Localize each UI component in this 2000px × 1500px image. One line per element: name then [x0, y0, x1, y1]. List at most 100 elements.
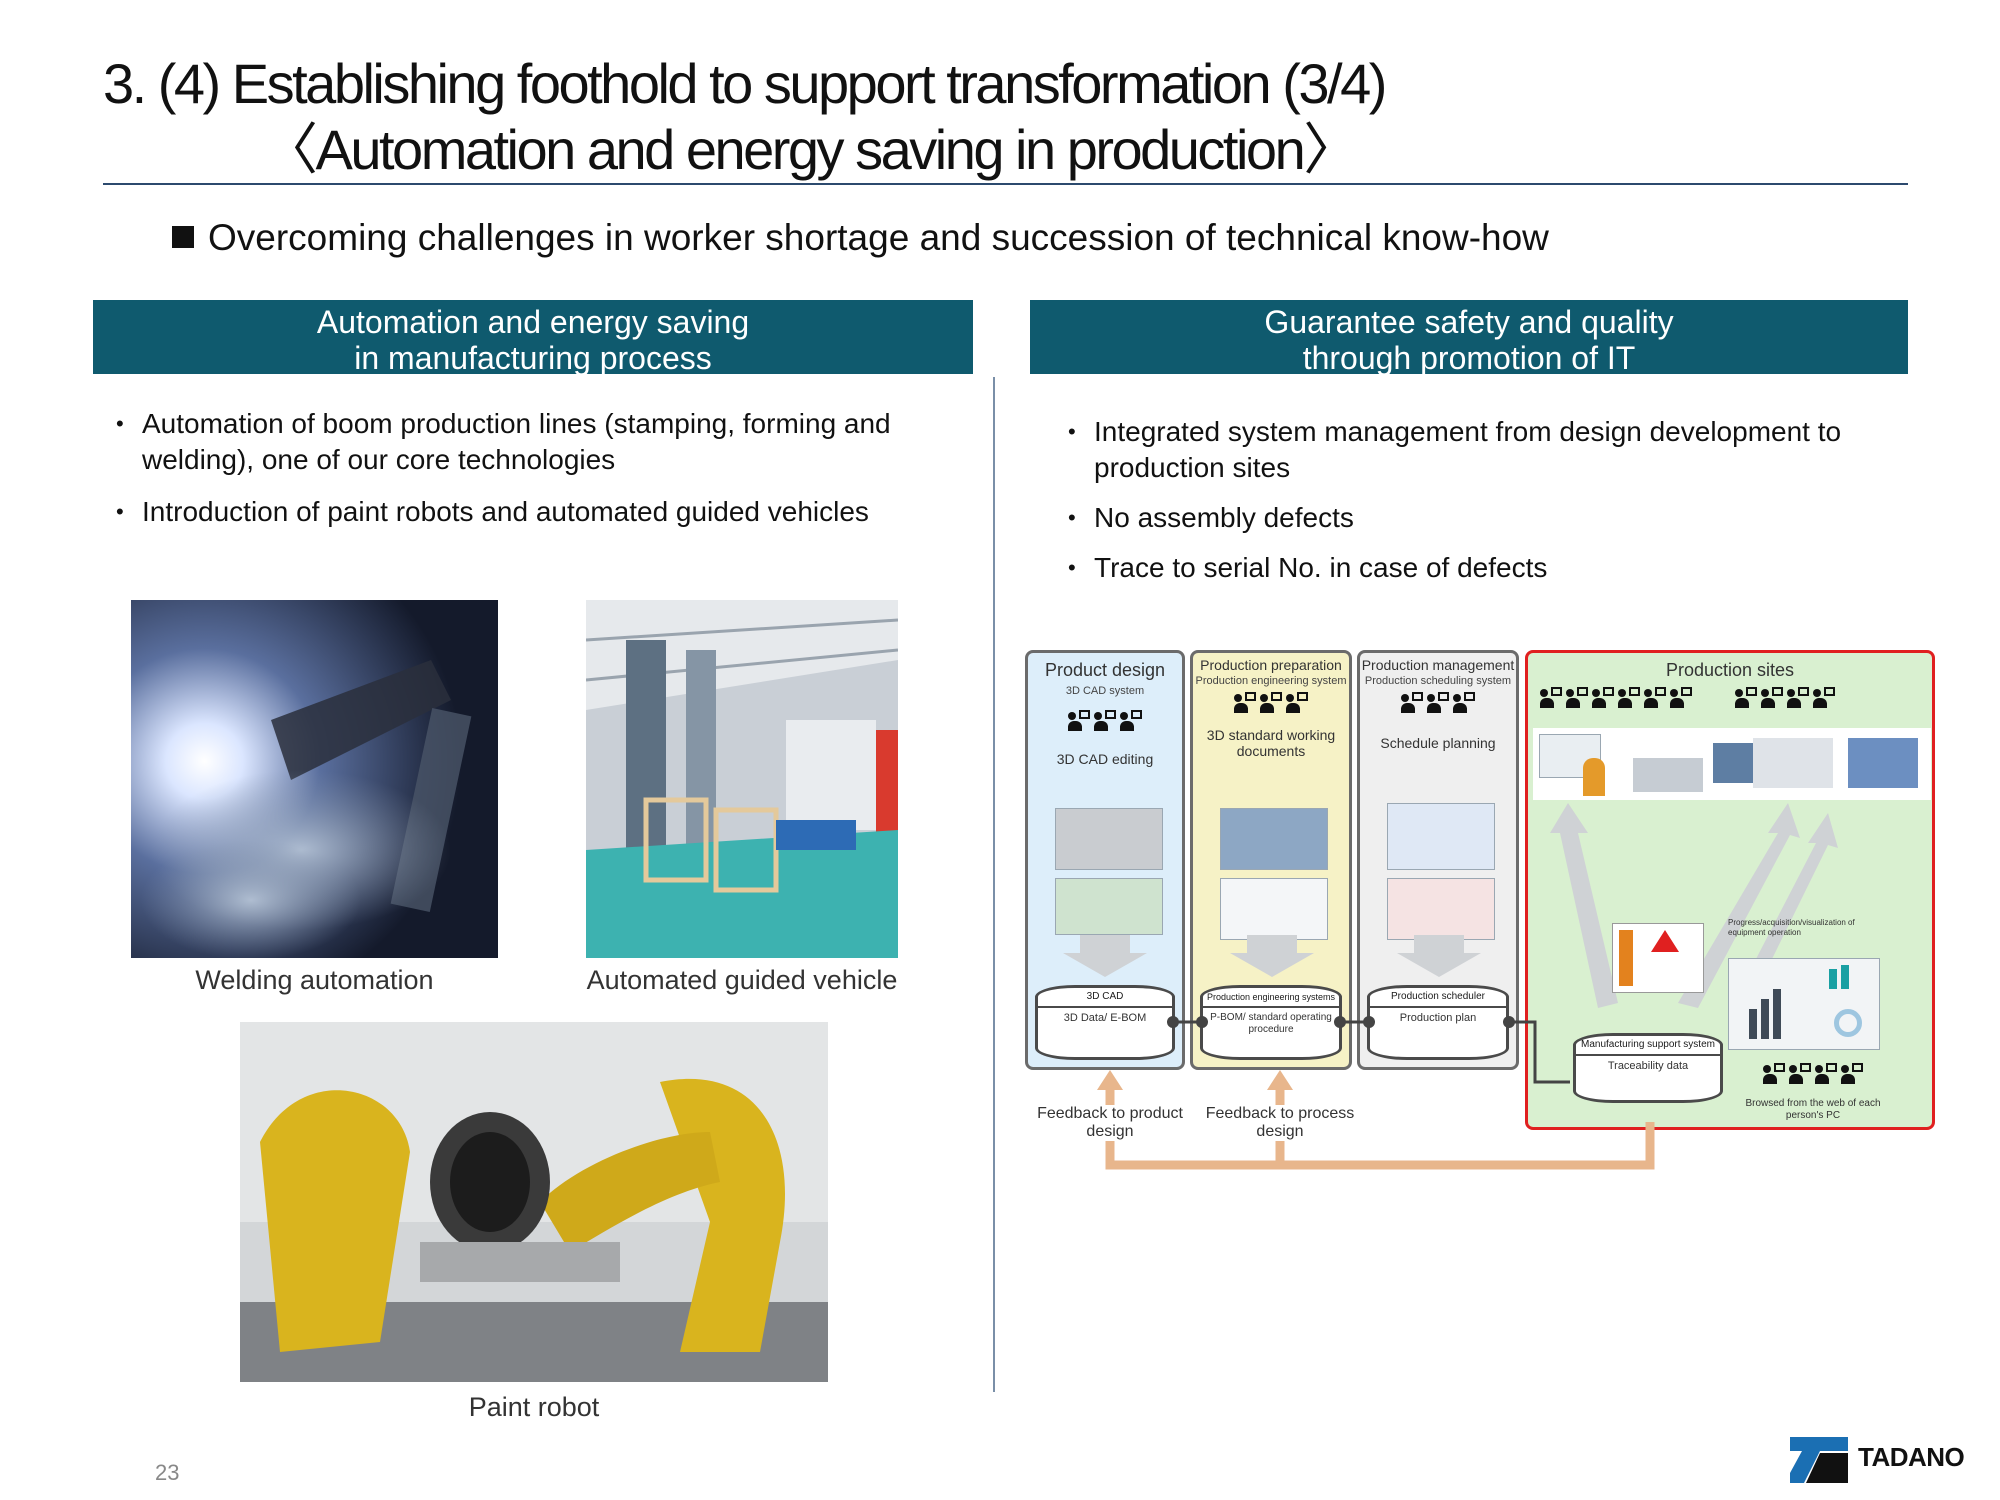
right-bullet: No assembly defects	[1068, 500, 1908, 536]
tadano-logo-icon	[1790, 1437, 1848, 1483]
worker-illustration	[1583, 758, 1605, 796]
worker-icon	[1618, 687, 1640, 709]
machine-illustration	[1753, 738, 1833, 788]
person-pc-icon	[1286, 692, 1308, 714]
right-bullet: Integrated system management from design…	[1068, 414, 1908, 486]
dashboard-bar	[1829, 969, 1837, 989]
cad-screenshot	[1055, 808, 1163, 870]
right-banner: Guarantee safety and quality through pro…	[1030, 300, 1908, 376]
paint-robot-caption: Paint robot	[468, 1392, 600, 1422]
title-rule	[103, 183, 1908, 185]
database-content: 3D Data/ E-BOM	[1063, 1012, 1147, 1024]
person-pc-icon	[1734, 687, 1757, 709]
section-heading: Overcoming challenges in worker shortage…	[172, 216, 1549, 260]
left-banner-line1: Automation and energy saving	[316, 304, 750, 340]
dashboard-screenshot	[1728, 958, 1880, 1050]
work-document-screenshot	[1220, 808, 1328, 870]
safety-beacon-illustration	[1619, 930, 1633, 986]
tadano-logo-text: TADANO	[1858, 1442, 1965, 1472]
viewer-icons	[1738, 1063, 1888, 1090]
dashboard-bar	[1841, 965, 1849, 989]
right-banner-line2: through promotion of IT	[1302, 340, 1636, 376]
worker-icon	[1592, 687, 1614, 709]
database-connectors	[1097, 1016, 1655, 1170]
machine-icon	[1760, 687, 1783, 709]
schedule-screenshot	[1387, 803, 1495, 870]
page-title: 3. (4) Establishing foothold to support …	[103, 52, 1387, 115]
column-divider	[993, 377, 995, 1392]
person-pc-icon	[1815, 1063, 1837, 1085]
production-preparation-system: Production engineering system	[1195, 675, 1347, 687]
person-pc-icon	[1120, 710, 1142, 732]
database-label: Production scheduler	[1370, 988, 1506, 1008]
left-banner: Automation and energy saving in manufact…	[93, 300, 973, 376]
right-bullet-list: Integrated system management from design…	[1068, 414, 1908, 602]
product-design-step: 3D CAD editing	[1056, 751, 1154, 767]
database-content: P-BOM/ standard operating procedure	[1210, 1012, 1332, 1035]
manufacturing-support-database: Manufacturing support system Traceabilit…	[1573, 1033, 1723, 1103]
person-pc-icon	[1068, 710, 1090, 732]
database-label: Production engineering systems	[1203, 988, 1339, 1008]
person-pc-icon	[1094, 710, 1116, 732]
database-label: 3D CAD	[1038, 988, 1172, 1008]
left-bullet: Automation of boom production lines (sta…	[116, 406, 956, 478]
production-sites-panel: Production sites Progress/acquisition/vi…	[1525, 650, 1935, 1130]
stop-warning-icon	[1651, 930, 1679, 952]
work-document-screenshot	[1220, 878, 1328, 940]
left-banner-line2: in manufacturing process	[354, 340, 712, 376]
tool-illustration	[1633, 758, 1703, 792]
person-pc-icon	[1234, 692, 1256, 714]
person-pc-icon	[1427, 692, 1449, 714]
dashboard-bar	[1749, 1009, 1757, 1039]
it-system-diagram: Product design 3D CAD system 3D CAD edit…	[1025, 650, 1940, 1175]
production-management-step: Schedule planning	[1380, 735, 1496, 751]
site-illustration-strip	[1533, 728, 1931, 800]
worker-icon	[1566, 687, 1588, 709]
planner-icons	[1360, 692, 1516, 719]
worker-icon	[1644, 687, 1666, 709]
worker-icon	[1540, 687, 1562, 709]
product-design-title: Product design	[1044, 660, 1166, 680]
production-management-system: Production scheduling system	[1364, 675, 1512, 687]
left-bullet-list: Automation of boom production lines (sta…	[116, 406, 956, 546]
section-heading-text: Overcoming challenges in worker shortage…	[208, 217, 1549, 258]
database-label: Manufacturing support system	[1576, 1036, 1720, 1056]
right-bullet: Trace to serial No. in case of defects	[1068, 550, 1908, 586]
square-bullet-icon	[172, 226, 194, 248]
production-sites-title: Production sites	[1665, 660, 1795, 680]
person-pc-icon	[1453, 692, 1475, 714]
progress-note: Progress/acquisition/visualization of eq…	[1728, 918, 1855, 937]
worker-icons	[1538, 687, 1932, 714]
welding-caption: Welding automation	[195, 965, 434, 995]
right-banner-line1: Guarantee safety and quality	[1264, 304, 1674, 340]
down-arrows	[1063, 935, 1481, 977]
paint-robot-photo	[240, 1022, 828, 1382]
schedule-screenshot	[1387, 878, 1495, 940]
production-management-title: Production management	[1361, 657, 1515, 673]
left-bullet: Introduction of paint robots and automat…	[116, 494, 956, 530]
person-pc-icon	[1841, 1063, 1863, 1085]
worker-icon	[1670, 687, 1692, 709]
person-pc-icon	[1763, 1063, 1785, 1085]
page-subtitle: 〈Automation and energy saving in product…	[262, 118, 1359, 181]
database-content: Traceability data	[1607, 1060, 1689, 1072]
person-pc-icon	[1401, 692, 1423, 714]
engineer-icons	[1193, 692, 1349, 719]
page-number: 23	[155, 1460, 180, 1485]
welding-photo	[131, 600, 498, 958]
production-preparation-title: Production preparation	[1200, 657, 1342, 673]
designer-icons	[1028, 710, 1182, 737]
robot-illustration	[1848, 738, 1918, 788]
dashboard-bar	[1761, 999, 1769, 1039]
cad-database: 3D CAD 3D Data/ E-BOM	[1035, 985, 1175, 1060]
person-pc-icon	[1789, 1063, 1811, 1085]
feedback-process-label: Feedback to process design	[1195, 1105, 1365, 1141]
person-pc-icon	[1260, 692, 1282, 714]
database-content: Production plan	[1399, 1012, 1477, 1024]
agv-caption: Automated guided vehicle	[586, 965, 898, 995]
dashboard-bar	[1773, 989, 1781, 1039]
production-preparation-step: 3D standard working documents	[1206, 727, 1336, 759]
dashboard-donut	[1834, 1009, 1862, 1037]
safety-alert-card	[1612, 923, 1704, 993]
feedback-product-label: Feedback to product design	[1025, 1105, 1195, 1141]
